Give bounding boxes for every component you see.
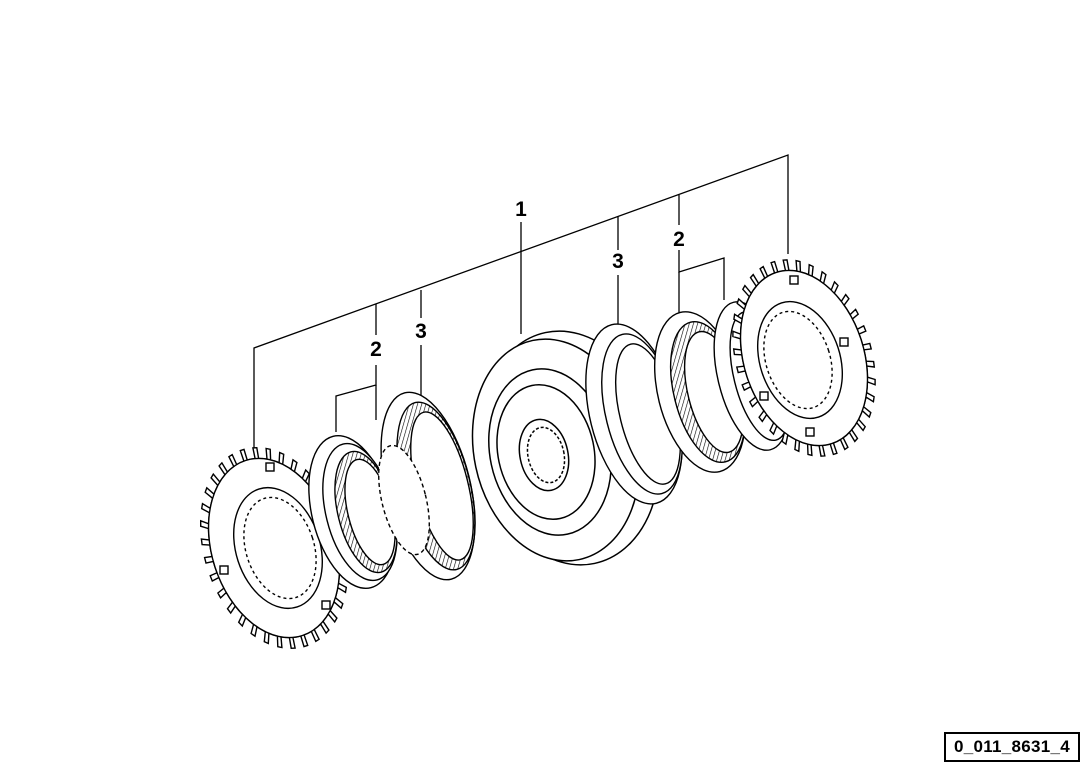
callout-label-1: 1	[515, 198, 527, 221]
reference-number-box: 0_011_8631_4	[944, 732, 1080, 762]
right-clutch-ring	[732, 259, 876, 457]
left-friction-ring	[378, 391, 476, 581]
callout-label-2-left: 2	[370, 338, 382, 361]
callout-label-2-right: 2	[673, 228, 685, 251]
callout-label-3-right: 3	[612, 250, 624, 273]
callout-label-3-left: 3	[415, 320, 427, 343]
reference-number: 0_011_8631_4	[953, 737, 1071, 756]
synchronizer-hub	[471, 330, 661, 566]
left-cone-ring-outer	[308, 435, 398, 589]
leader-lines	[253, 154, 789, 452]
